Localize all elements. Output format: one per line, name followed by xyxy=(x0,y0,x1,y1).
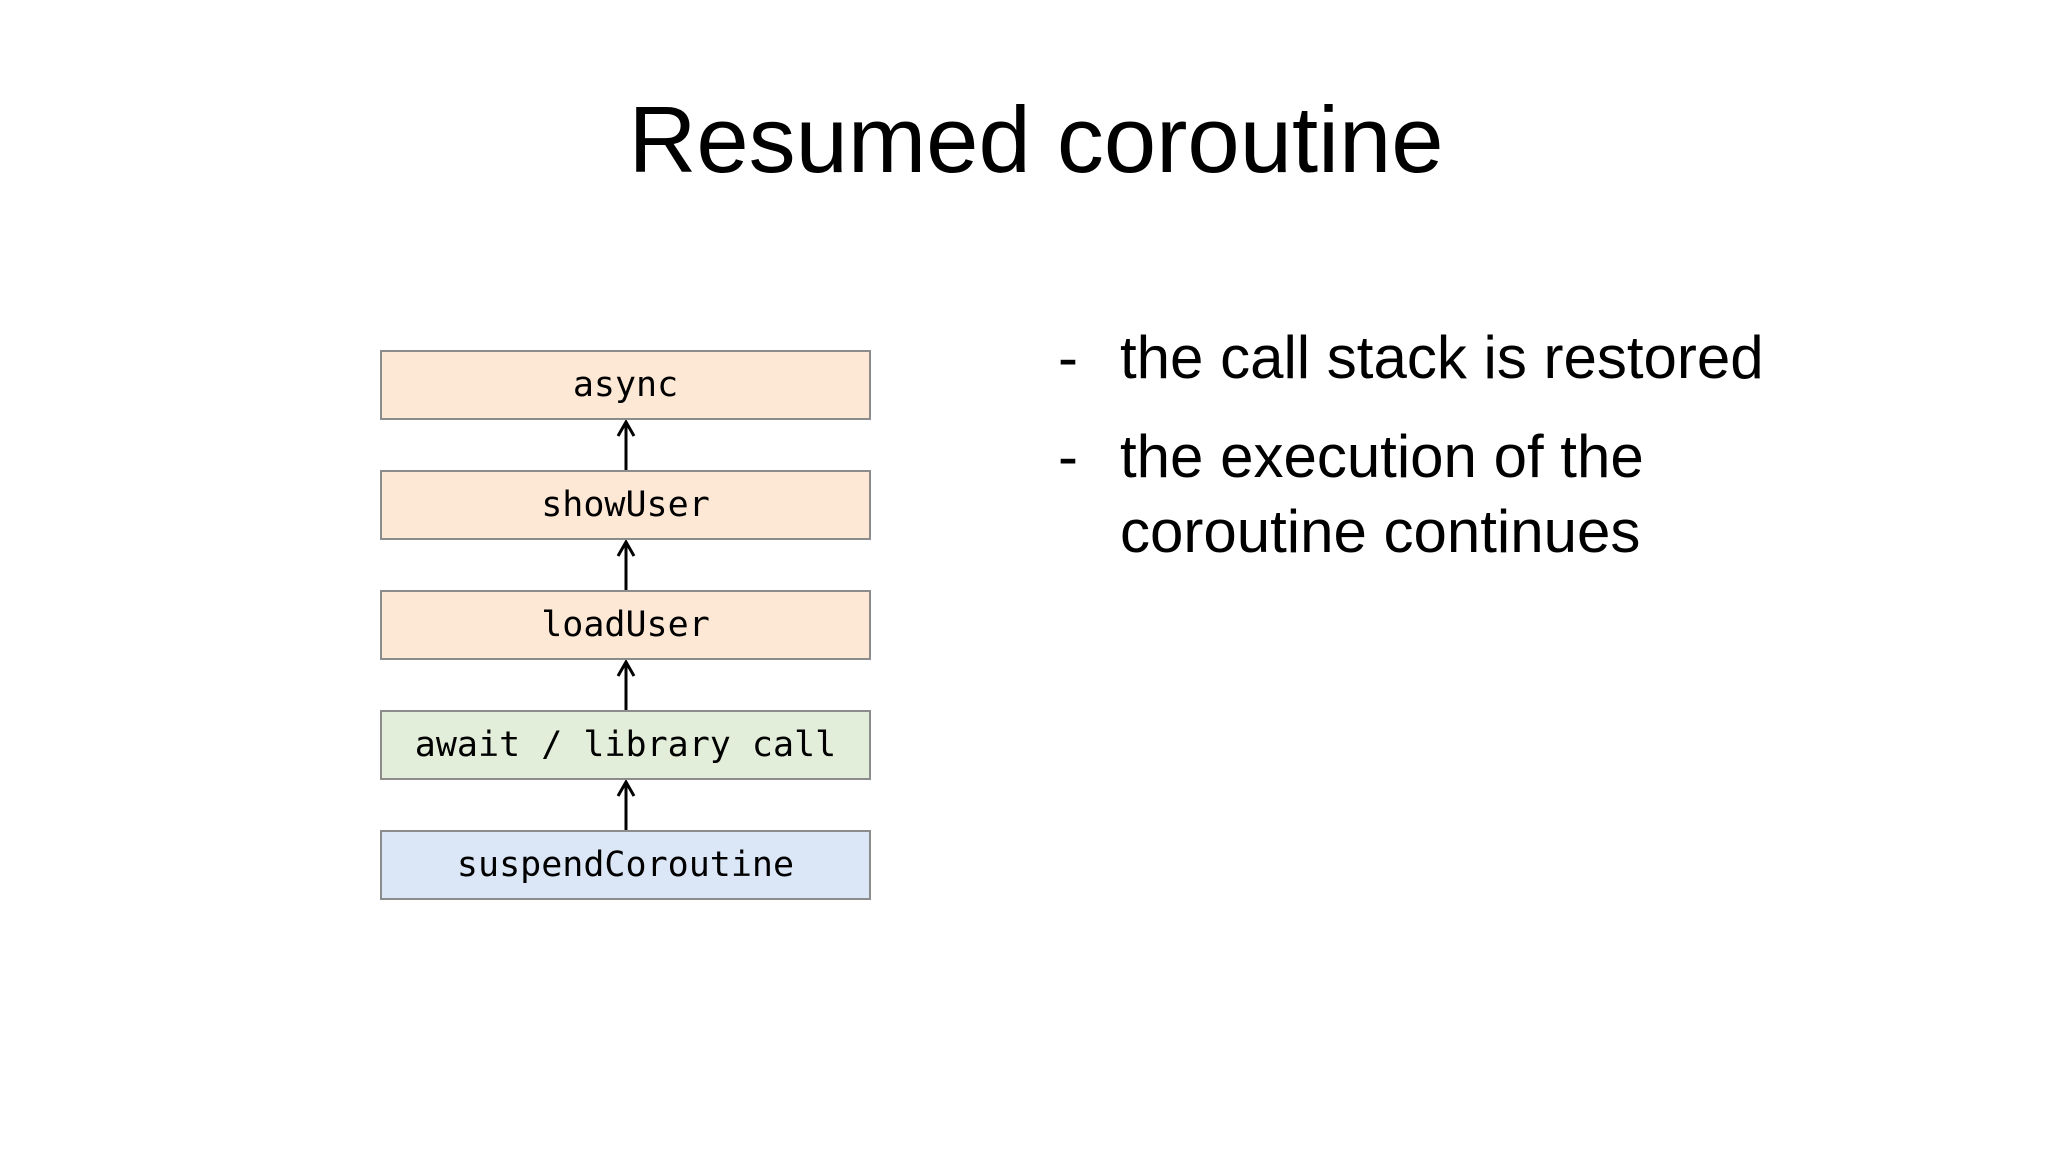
bullet-marker: - xyxy=(1058,324,1078,391)
bullet-item: - the call stack is restored xyxy=(1058,320,1842,395)
arrow-up-icon xyxy=(612,420,640,470)
bullet-text: the execution of the coroutine continues xyxy=(1120,423,1644,565)
stack-box-label: await / library call xyxy=(414,724,837,765)
stack-box-suspendcoroutine: suspendCoroutine xyxy=(380,830,871,900)
stack-box-label: showUser xyxy=(541,484,710,525)
stack-box-async: async xyxy=(380,350,871,420)
stack-box-loaduser: loadUser xyxy=(380,590,871,660)
bullet-list: - the call stack is restored - the execu… xyxy=(1058,320,1842,593)
bullet-marker: - xyxy=(1058,423,1078,490)
arrow-up-icon xyxy=(612,660,640,710)
stack-box-await-library-call: await / library call xyxy=(380,710,871,780)
page-title: Resumed coroutine xyxy=(628,87,1444,192)
stack-box-label: suspendCoroutine xyxy=(456,844,795,885)
arrow-up-icon xyxy=(612,540,640,590)
stack-box-label: loadUser xyxy=(541,604,710,645)
arrow-up-icon xyxy=(612,780,640,830)
bullet-item: - the execution of the coroutine continu… xyxy=(1058,419,1842,569)
stack-box-showuser: showUser xyxy=(380,470,871,540)
bullet-text: the call stack is restored xyxy=(1120,324,1764,391)
stack-box-label: async xyxy=(572,364,679,405)
